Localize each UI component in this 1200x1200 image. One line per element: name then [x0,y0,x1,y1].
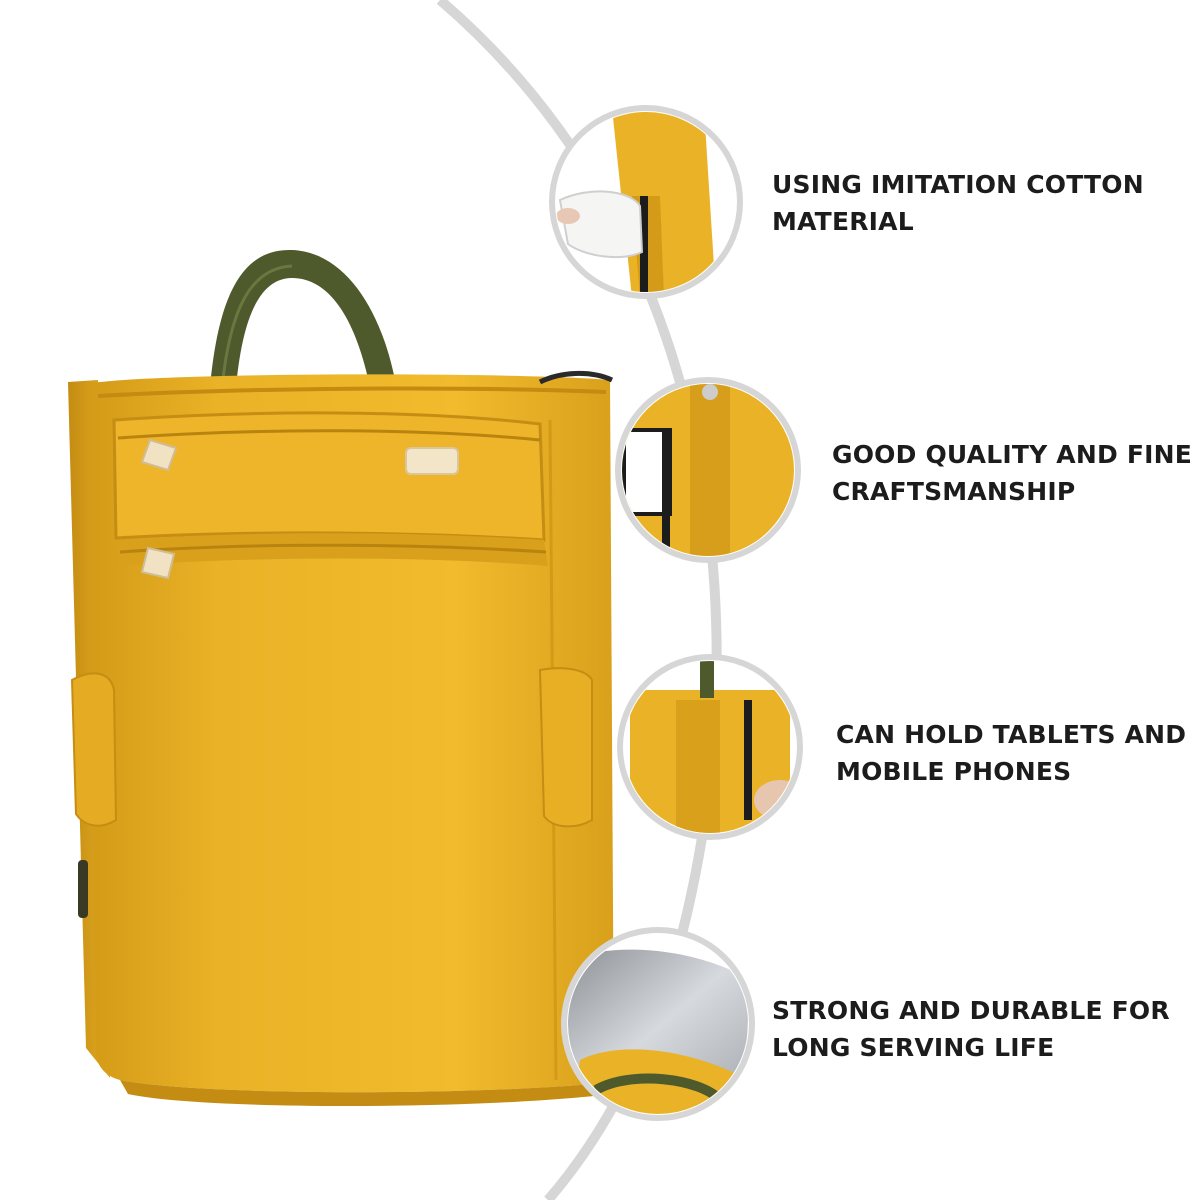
feature-photo-back-pocket [617,654,803,840]
feature-text-capacity: CAN HOLD TABLETS AND MOBILE PHONES [836,716,1186,790]
feature-text-durability: STRONG AND DURABLE FOR LONG SERVING LIFE [772,992,1170,1066]
yellow-backpack-image [68,249,614,1106]
feature-text-line: STRONG AND DURABLE FOR [772,996,1170,1025]
feature-text-line: CRAFTSMANSHIP [832,477,1076,506]
feature-text-craftsmanship: GOOD QUALITY AND FINE CRAFTSMANSHIP [832,436,1192,510]
feature-photo-strap-detail [615,377,801,563]
feature-text-line: LONG SERVING LIFE [772,1033,1055,1062]
feature-text-line: GOOD QUALITY AND FINE [832,440,1193,469]
feature-text-line: CAN HOLD TABLETS AND [836,720,1187,749]
feature-photo-side-pocket [549,105,743,299]
feature-text-material: USING IMITATION COTTON MATERIAL [772,166,1144,240]
feature-photo-interior-lining [561,927,755,1121]
feature-text-line: MOBILE PHONES [836,757,1072,786]
feature-text-line: USING IMITATION COTTON [772,170,1144,199]
feature-text-line: MATERIAL [772,207,914,236]
